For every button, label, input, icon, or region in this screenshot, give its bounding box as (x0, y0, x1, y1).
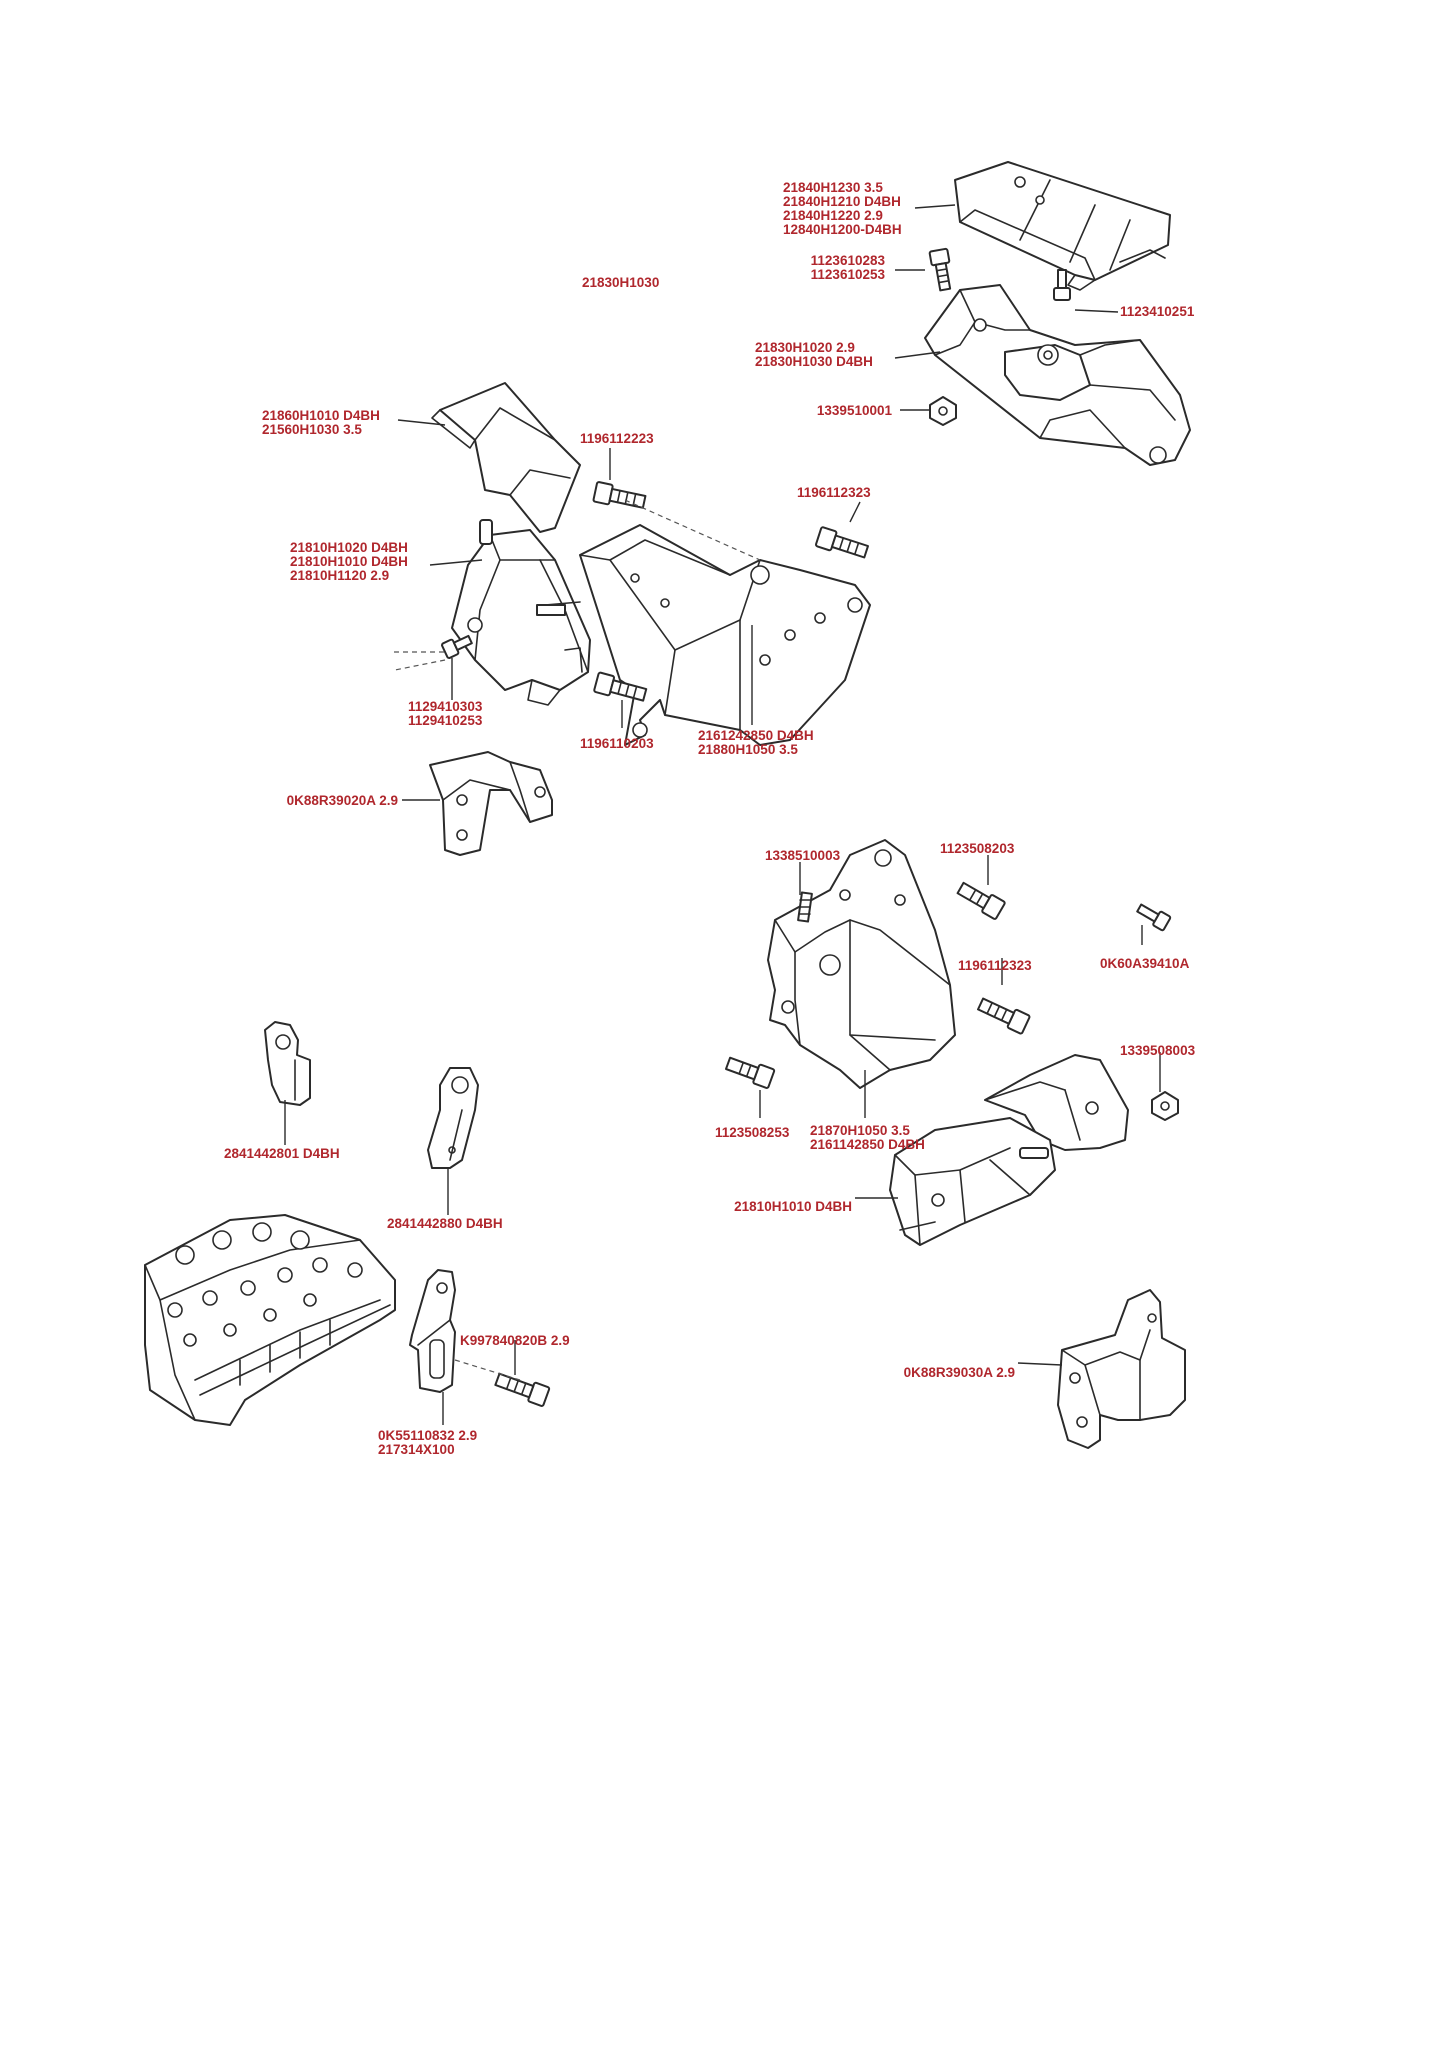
label-bracket-0k88r39030a: 0K88R39030A 2.9 (904, 1365, 1015, 1380)
label-upper-mount-c: 21840H1220 2.9 (783, 208, 883, 223)
stud-icon (536, 604, 813, 923)
label-bolt-1196112323-top: 1196112323 (797, 485, 871, 500)
part-labels: 21840H1230 3.5 21840H1210 D4BH 21840H122… (224, 180, 1196, 1457)
label-nut-1339510001: 1339510001 (817, 403, 893, 418)
engine-mount-insulator-icon (451, 519, 591, 706)
lower-bracket-left-icon (429, 751, 553, 856)
label-insulator-c: 21810H1120 2.9 (290, 568, 389, 583)
label-bolt-1123610253: 1123610253 (811, 267, 886, 282)
hex-nut-icon (929, 396, 1179, 1121)
label-shield-b: 21560H1030 3.5 (262, 422, 362, 437)
label-bolt-1196112323-mid: 1196112323 (958, 958, 1032, 973)
label-hook-217314x100: 217314X100 (378, 1442, 455, 1457)
lower-bracket-right-icon (1057, 1289, 1186, 1449)
label-bracket-2161142850: 2161142850 D4BH (810, 1137, 925, 1152)
heat-shield-icon (431, 382, 581, 533)
label-bolt-1129410303: 1129410303 (408, 699, 483, 714)
label-bolt-1123410251: 1123410251 (1120, 304, 1195, 319)
label-engine-bracket-b: 21880H1050 3.5 (698, 742, 798, 757)
label-hook-2841442801: 2841442801 D4BH (224, 1146, 340, 1161)
cylinder-head-icon (144, 1214, 396, 1426)
label-bracket-21830h1030: 21830H1030 D4BH (755, 354, 873, 369)
label-bolt-1123610283: 1123610283 (811, 253, 886, 268)
label-insulator-b: 21810H1010 D4BH (290, 554, 408, 569)
right-mount-insulator-icon (889, 1117, 1056, 1246)
label-hook-0k55110832: 0K55110832 2.9 (378, 1428, 477, 1443)
engine-hanger-3-icon (409, 1269, 456, 1393)
label-shield-a: 21860H1010 D4BH (262, 408, 380, 423)
label-stud-1338510003: 1338510003 (765, 848, 841, 863)
engine-hanger-1-icon (264, 1021, 311, 1106)
label-bracket-0k88r39020a: 0K88R39020A 2.9 (287, 793, 398, 808)
label-bolt-1129410253: 1129410253 (408, 713, 483, 728)
label-bolt-k997840820b: K997840820B 2.9 (460, 1333, 570, 1348)
engine-hanger-2-icon (427, 1067, 479, 1169)
label-bracket-21830h1020: 21830H1020 2.9 (755, 340, 855, 355)
label-upper-mount-d: 12840H1200-D4BH (783, 222, 902, 237)
label-bolt-1123508253: 1123508253 (715, 1125, 790, 1140)
label-insulator-a: 21810H1020 D4BH (290, 540, 408, 555)
label-bolt-0k60a39410a: 0K60A39410A (1100, 956, 1190, 971)
label-insulator-21810h1010: 21810H1010 D4BH (734, 1199, 852, 1214)
leader-lines (284, 204, 1161, 1425)
label-upper-mount-b: 21840H1210 D4BH (783, 194, 901, 209)
flange-bolt-icon (441, 247, 1172, 1407)
label-bolt-1123508203: 1123508203 (940, 841, 1015, 856)
label-bracket-21870h1050: 21870H1050 3.5 (810, 1123, 910, 1138)
label-nut-1339508003: 1339508003 (1120, 1043, 1196, 1058)
upper-mount-insulator-icon (954, 161, 1171, 291)
label-bolt-1196112223: 1196112223 (580, 431, 654, 446)
crossmember-bracket-icon (924, 284, 1191, 466)
engine-side-bracket-icon (579, 524, 871, 746)
label-top-21830h1030: 21830H1030 (582, 275, 659, 290)
label-bolt-1196110203: 1196110203 (580, 736, 654, 751)
label-upper-mount-a: 21840H1230 3.5 (783, 180, 883, 195)
label-hook-2841442880: 2841442880 D4BH (387, 1216, 503, 1231)
label-engine-bracket-a: 2161242850 D4BH (698, 728, 814, 743)
right-engine-bracket-icon (767, 839, 956, 1089)
